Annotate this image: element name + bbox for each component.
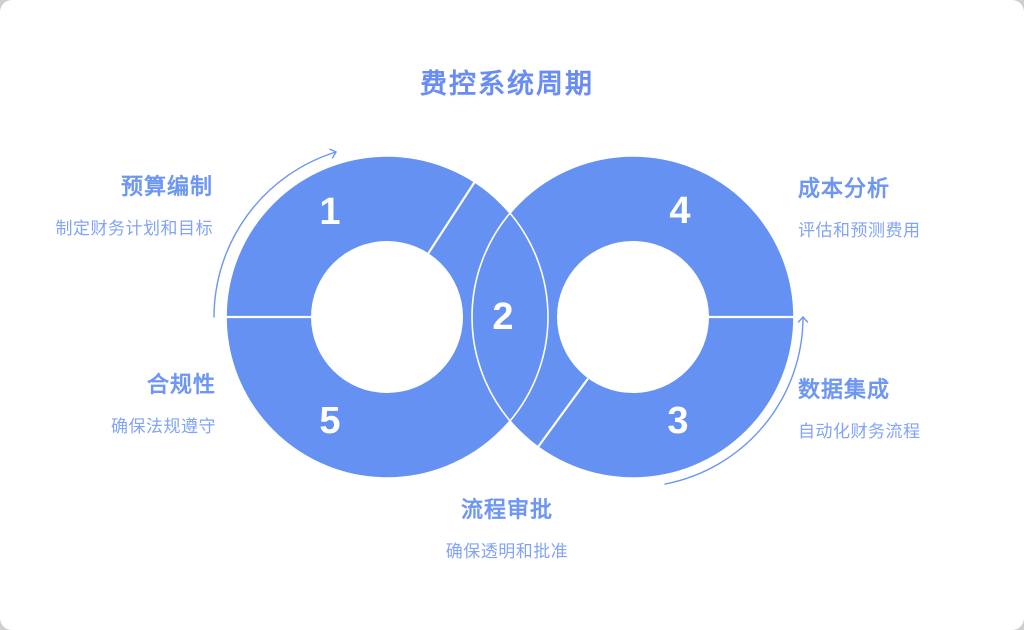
step2-label: 流程审批 [460, 497, 553, 522]
step-number-3: 3 [667, 400, 689, 442]
left-flow-arrow-icon [213, 148, 337, 318]
step5-label: 合规性 [146, 372, 216, 397]
right-ring [472, 156, 794, 478]
right-flow-arrow-icon [664, 316, 809, 485]
step5-description: 确保法规遵守 [111, 417, 216, 436]
step2-label-block: 流程审批 确保透明和批准 [446, 492, 569, 562]
left-ring [226, 156, 548, 478]
divider-1-2 [427, 181, 476, 254]
step1-label: 预算编制 [120, 174, 213, 199]
step-number-2: 2 [492, 296, 514, 338]
divider-2-3 [537, 377, 589, 448]
step3-description: 自动化财务流程 [798, 422, 921, 441]
step4-label-block: 成本分析 评估和预测费用 [798, 171, 921, 241]
step4-label: 成本分析 [798, 176, 891, 201]
step-number-5: 5 [319, 400, 341, 442]
step3-label: 数据集成 [798, 377, 891, 402]
step4-description: 评估和预测费用 [798, 221, 921, 240]
step1-description: 制定财务计划和目标 [55, 219, 213, 238]
step-number-1: 1 [319, 191, 341, 233]
step3-label-block: 数据集成 自动化财务流程 [798, 372, 921, 442]
step-number-4: 4 [669, 190, 691, 232]
step2-description: 确保透明和批准 [445, 542, 569, 561]
step1-label-block: 预算编制 制定财务计划和目标 [56, 169, 214, 239]
step5-label-block: 合规性 确保法规遵守 [111, 367, 216, 437]
diagram-title: 费控系统周期 [420, 69, 594, 99]
